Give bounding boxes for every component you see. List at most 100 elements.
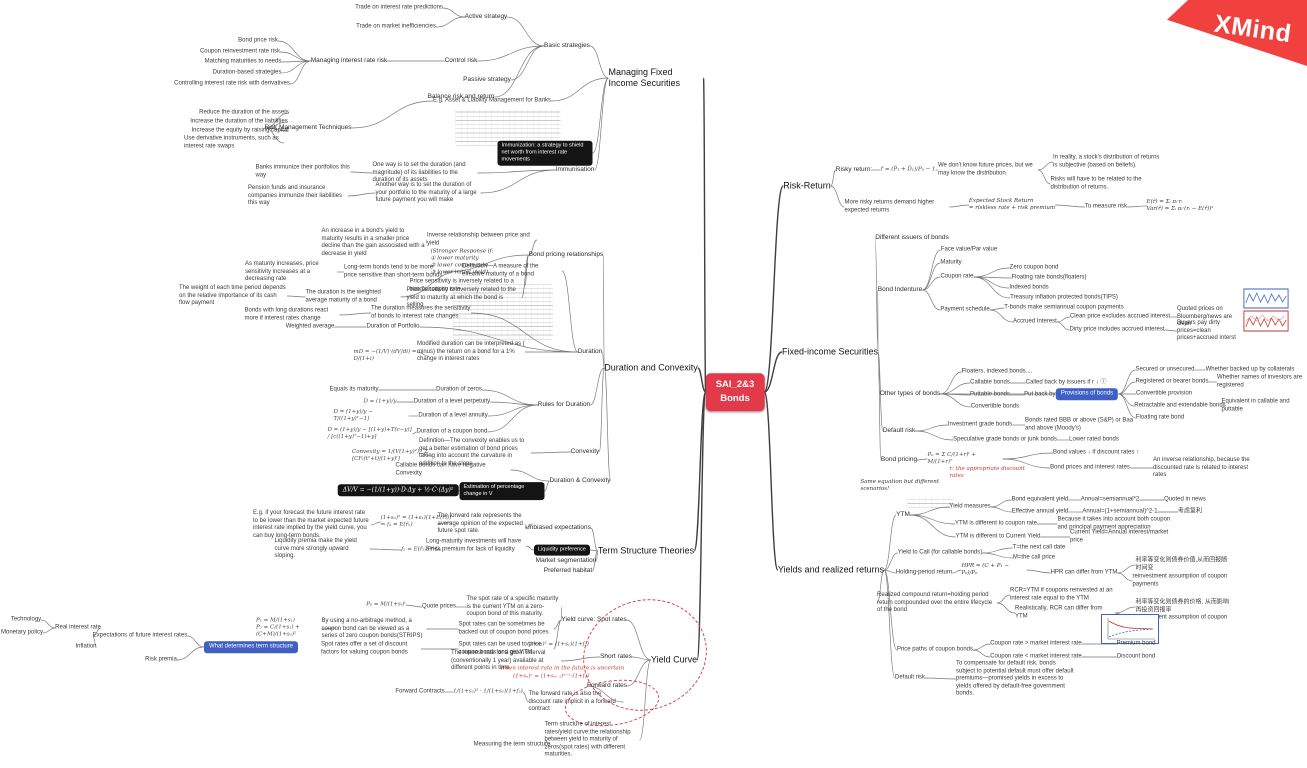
node-rretf[interactable]: r̃ = (P̃₁ + D̃₁)/P₀ − 1	[880, 166, 936, 173]
node-rr[interactable]: Risk-Return	[783, 180, 831, 191]
node-mfis[interactable]: Managing Fixed Income Securities	[608, 66, 681, 88]
node-rret[interactable]: Risky return:	[835, 165, 873, 173]
node-sgba[interactable]: Lower rated bonds	[1069, 436, 1119, 443]
node-frc[interactable]: Forward Contracts	[395, 688, 445, 695]
node-ue1[interactable]: The forward rate represents the average …	[437, 512, 523, 534]
node-mir4[interactable]: Duration-based strategies	[212, 69, 282, 76]
node-rmt2[interactable]: Increase the duration of the liabilities	[190, 118, 288, 125]
node-dio[interactable]: Different issuers of bonds	[875, 233, 949, 241]
node-mir[interactable]: Managing interest rate risk	[310, 56, 388, 64]
node-fr1f[interactable]: 1/(1+s₂)² · 1/(1+s₁)(1+f₂)	[453, 688, 523, 695]
node-bey[interactable]: Bond equivalent yield	[1011, 496, 1069, 503]
node-rmt1[interactable]: Reduce the duration of the assets	[199, 109, 289, 116]
node-bpr1a[interactable]: An increase in a bond's yield to maturit…	[321, 228, 425, 257]
node-dursen[interactable]: The duration measures the sensitivity of…	[371, 305, 471, 320]
node-durpa[interactable]: Weighted average	[285, 323, 335, 330]
node-shr1[interactable]: The interest rate for a given interval (…	[451, 649, 546, 671]
node-beyb[interactable]: Quoted in news	[1164, 496, 1206, 503]
node-cpn[interactable]: Coupon rate	[940, 273, 974, 280]
node-tech[interactable]: Technology	[10, 616, 42, 623]
node-bpf[interactable]: P₀ = Σ C/(1+r)ᵗ + M/(1+r)ᵀ	[927, 452, 976, 465]
node-ppc2[interactable]: Coupon rate < market interest rate	[990, 653, 1082, 660]
node-ycf[interactable]: (1+s₂)² = (1+s₁)(1+f₂)	[527, 641, 589, 648]
node-flrb[interactable]: Floating rate bonds(floaters)	[1011, 274, 1087, 281]
node-dur[interactable]: Duration	[577, 347, 603, 355]
node-bs[interactable]: Basic strategies	[544, 41, 590, 49]
node-eaya[interactable]: Annual=(1+semiannual)^2-1	[1082, 508, 1158, 515]
node-bpred[interactable]: r: the appropriate discount rates	[949, 466, 1025, 479]
node-tb[interactable]: T-bonds make semiannual coupon payments	[1004, 304, 1124, 311]
node-rcr2a[interactable]: 利率等变化则债券的价格, 从而影响再投资回报率	[1135, 599, 1229, 614]
node-ps[interactable]: Passive strategy	[463, 75, 511, 83]
node-pob4a[interactable]: Equivalent in callable and puttable	[1221, 398, 1290, 413]
node-dcxbf[interactable]: ΔV/V = −(1/(1+y))·D·Δy + ½·C·(Δy)²	[337, 484, 459, 496]
node-bpv[interactable]: Bond values ↓ if discount rates ↑	[1052, 449, 1140, 456]
node-hprf[interactable]: HPR = (C + P₁ − P₀)/P₀	[961, 563, 1009, 576]
node-dft2a[interactable]: To compensate for default risk, bonds su…	[956, 660, 1074, 697]
node-rfd3f[interactable]: D = (1+y)/y − T/((1+y)ᵀ−1)	[333, 409, 373, 422]
node-hpr1a[interactable]: 利率等变化则债券价值,从而回报随时间变	[1135, 557, 1228, 572]
node-sr2[interactable]: Spot rates can be sometimes be backed ou…	[458, 621, 549, 636]
node-bpr1[interactable]: Inverse relationship between price and y…	[427, 232, 530, 247]
node-cab[interactable]: Callable bonds	[970, 379, 1010, 386]
node-bi[interactable]: Bond Indenture	[877, 285, 923, 293]
node-brr[interactable]: Balance risk and return	[427, 92, 495, 100]
node-shrr[interactable]: When interest rate in the future is unce…	[499, 665, 625, 672]
node-tst[interactable]: Term Structure Theories	[597, 545, 695, 556]
node-dcx1[interactable]: Callable bonds can have negative Convexi…	[395, 462, 486, 477]
node-dcx[interactable]: Duration & Convexity	[549, 476, 611, 484]
node-bpia[interactable]: An inverse relationship, because the dis…	[1153, 456, 1250, 478]
node-rret1b[interactable]: Risks will have to be related to the dis…	[1050, 176, 1142, 191]
node-caba[interactable]: Called back by issuers if r ↓ ⓘ	[1025, 379, 1107, 386]
node-durmf[interactable]: mD = −(1/V)·(dV/di) = D/(1+i)	[353, 349, 417, 362]
node-ycsr[interactable]: Yield curve: Spot rates	[561, 615, 627, 623]
node-bpr2[interactable]: Long-term bonds tend to be more price se…	[344, 264, 443, 279]
node-hpr[interactable]: Holding-period return	[895, 569, 953, 576]
node-lp[interactable]: Liquidity preference	[533, 544, 591, 556]
node-pob1[interactable]: Secured or unsecured	[1135, 366, 1195, 373]
node-durp[interactable]: Duration of Portfolio	[366, 323, 420, 330]
node-mir3[interactable]: Matching maturities to needs	[204, 58, 282, 65]
node-rfd3[interactable]: Duration of a level annuity	[418, 412, 488, 419]
node-mts[interactable]: Measuring the term structure	[473, 741, 551, 748]
node-infl[interactable]: Inflation	[75, 643, 97, 650]
node-pob2[interactable]: Registered or bearer bonds	[1135, 378, 1209, 385]
node-lp1[interactable]: Long-maturity investments will have a ri…	[426, 538, 522, 553]
node-efir[interactable]: Expectations of future interest rates	[92, 632, 188, 639]
node-dc[interactable]: Duration and Convexity	[604, 362, 698, 373]
node-mts1[interactable]: Term structure of interest rates/yield c…	[544, 721, 631, 758]
node-ym[interactable]: Yield measures	[949, 503, 991, 510]
node-hpr1[interactable]: HPR can differ from YTM	[1050, 569, 1118, 576]
node-mir1[interactable]: Bond price risk	[238, 37, 278, 44]
node-as1[interactable]: Active strategy	[464, 12, 508, 20]
node-hpr1b[interactable]: reinvestment assumption of coupon paymen…	[1132, 573, 1228, 588]
node-otb[interactable]: Other types of bonds	[879, 389, 941, 397]
node-flt2[interactable]: Floaters, indexed bonds....	[961, 368, 1033, 375]
node-ue1f[interactable]: (1+s₂)² = (1+s₁)(1+E(r̃₂)) ⇒ f₂ = E(r̃₂)	[380, 515, 452, 528]
node-dft2[interactable]: Default risk	[894, 674, 926, 681]
node-imm2[interactable]: Another way is to set the duration of yo…	[375, 181, 477, 203]
node-immb[interactable]: Immunization: a strategy to shield net w…	[497, 140, 593, 166]
node-pob[interactable]: Provisions of bonds	[1055, 388, 1119, 400]
node-sgb[interactable]: Speculative grade bonds or junk bonds	[953, 436, 1057, 443]
node-rfd2f[interactable]: D = (1+y)/y	[363, 398, 397, 405]
node-ytm2a[interactable]: Current Yield=Annual interest/market pri…	[1070, 529, 1169, 544]
node-eayb[interactable]: 考虑复利	[1177, 508, 1203, 515]
node-rcr[interactable]: Realized compound return=holding period …	[877, 591, 993, 613]
node-sr3[interactable]: Spot rates can be used to price coupon b…	[458, 641, 542, 656]
node-dp[interactable]: Dirty price includes accrued interest	[1069, 326, 1165, 333]
node-pob2a[interactable]: Whether names of investors are registere…	[1217, 374, 1303, 389]
node-rir[interactable]: Real interest rate	[55, 624, 101, 631]
node-mp[interactable]: Monetary policy	[0, 629, 44, 636]
node-ue1a[interactable]: E.g. if your forecast the future interes…	[253, 510, 369, 539]
node-mir2[interactable]: Coupon reinvestment rate risk	[199, 48, 281, 55]
node-durd[interactable]: Definition—A measure of the effective ma…	[462, 263, 539, 278]
node-as1b[interactable]: Trade on market inefficiencies	[356, 23, 436, 30]
node-mat[interactable]: Maturity	[940, 259, 962, 266]
node-sr3a[interactable]: Spot rates offer a set of discount facto…	[321, 641, 408, 656]
node-pob4[interactable]: Retractable and extendable bonds	[1134, 402, 1226, 409]
node-ytm1[interactable]: YTM is different to coupon rate	[955, 520, 1037, 527]
node-rfd1a[interactable]: Equals its maturity	[329, 386, 379, 393]
node-cvx[interactable]: Convexity	[570, 447, 600, 455]
node-mir5[interactable]: Controlling interest rate risk with deri…	[174, 80, 290, 87]
